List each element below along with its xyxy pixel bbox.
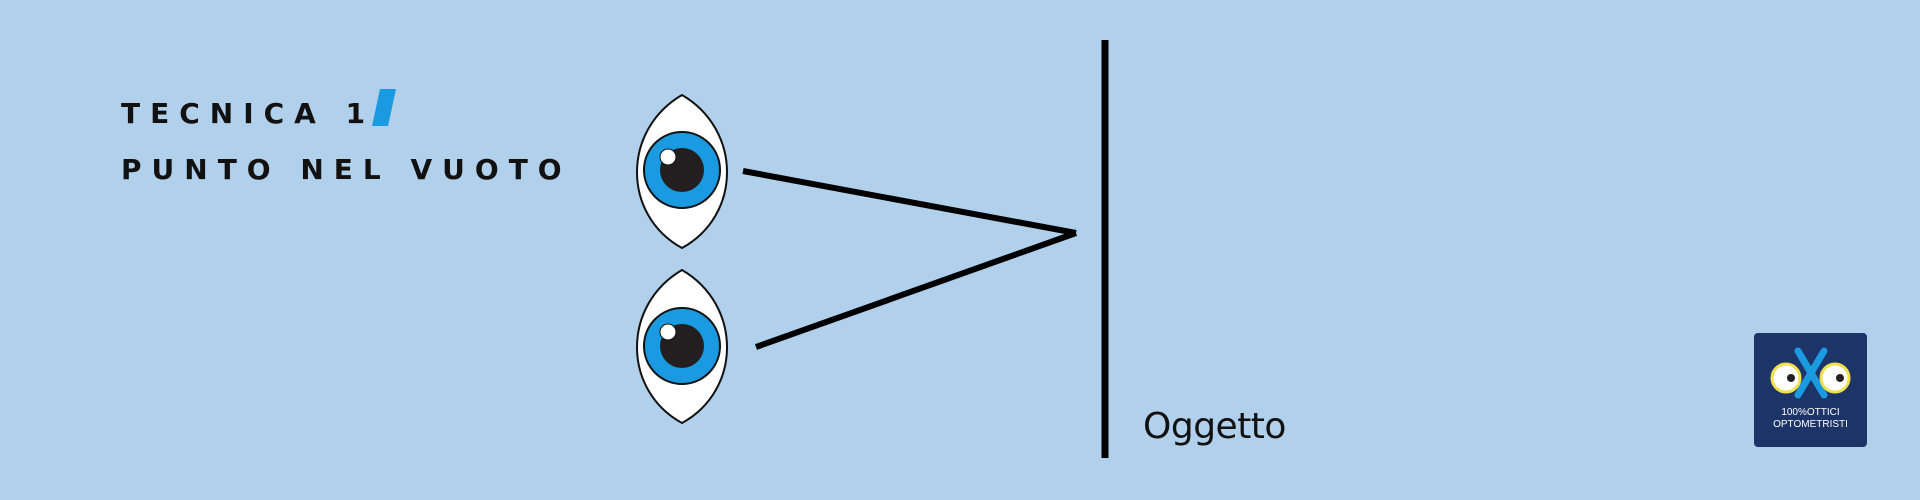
object-label: Oggetto: [1143, 406, 1286, 447]
technique-title: TECNICA 1 PUNTO NEL VUOTO: [121, 86, 572, 198]
logo-text-line1: 100%OTTICI: [1781, 407, 1840, 418]
technique-number: TECNICA 1: [121, 97, 376, 130]
logo-eyes-icon: [1770, 347, 1851, 399]
brand-logo: 100%OTTICI OPTOMETRISTI: [1754, 333, 1867, 447]
slash-accent-icon: [372, 89, 396, 126]
bottom-sight-line: [754, 230, 1078, 350]
top-eye-icon: [636, 93, 728, 250]
bottom-eye-icon: [636, 268, 728, 425]
top-sight-line: [742, 168, 1077, 236]
technique-name: PUNTO NEL VUOTO: [121, 153, 572, 186]
logo-text-line2: OPTOMETRISTI: [1773, 419, 1848, 430]
